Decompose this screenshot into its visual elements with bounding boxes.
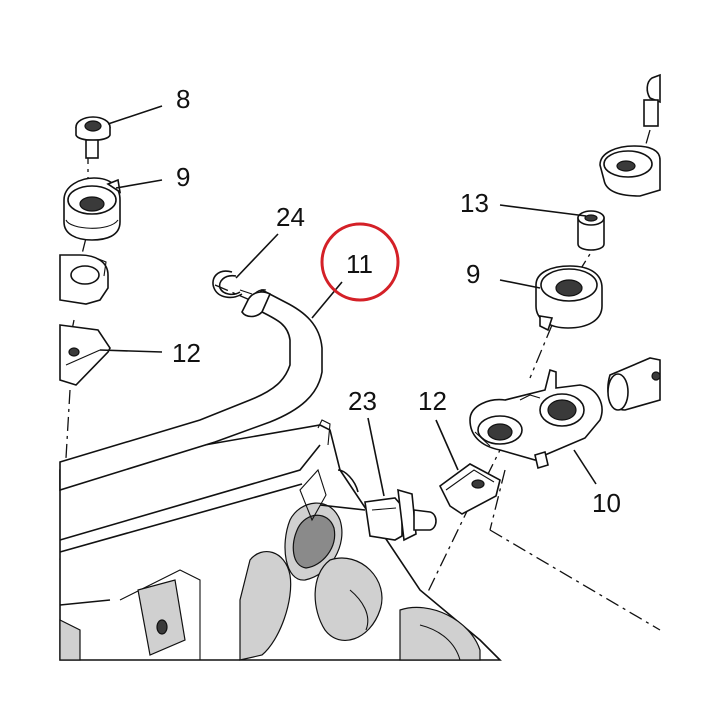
clip-nut-part-12-right: [438, 463, 501, 515]
clip-part-24: [212, 270, 253, 299]
cylinder-right: [607, 357, 661, 411]
fitting-part-23: [319, 488, 437, 542]
bracket-left: [59, 254, 109, 305]
callout-8: 8: [176, 84, 190, 114]
callout-13: 13: [460, 188, 489, 218]
callout-labels: 8 9 12 24 11 13 9 23 12 10: [172, 84, 621, 518]
hose-part-11: [59, 288, 323, 492]
clip-nut-part-12-left: [59, 324, 111, 386]
highlight-circle: [320, 222, 400, 302]
callout-23: 23: [348, 386, 377, 416]
bolt-part-8: [75, 116, 111, 159]
leader-lines: [99, 105, 597, 497]
callout-12-right: 12: [418, 386, 447, 416]
grommet-part-9-right: [535, 265, 603, 332]
callout-9-left: 9: [176, 162, 190, 192]
spacer-part-13: [577, 210, 605, 251]
callout-9-right: 9: [466, 259, 480, 289]
callout-11: 11: [346, 249, 373, 279]
callout-10: 10: [592, 488, 621, 518]
grommet-part-9-left: [63, 177, 122, 241]
frame-body: [59, 419, 502, 661]
bushing-top-right: [599, 145, 661, 197]
callout-24: 24: [276, 202, 305, 232]
callout-12-left: 12: [172, 338, 201, 368]
bolt-top-right: [643, 73, 661, 127]
bracket-part-10: [469, 368, 603, 470]
